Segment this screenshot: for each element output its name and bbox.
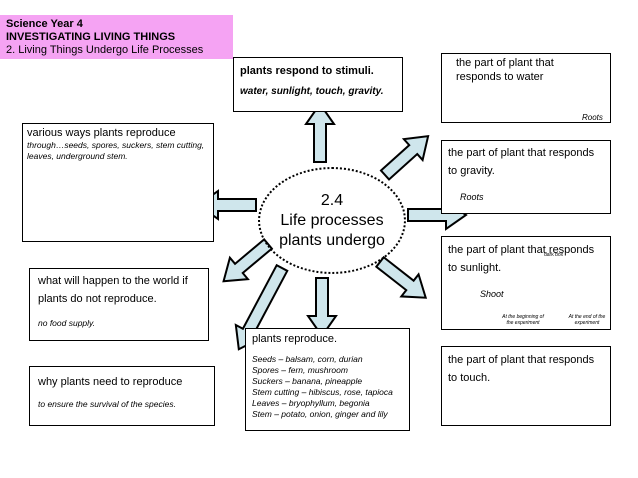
subtopic-title: 2. Living Things Undergo Life Processes: [6, 44, 204, 56]
central-topic: 2.4 Life processes plants undergo: [258, 167, 406, 274]
gravity-title: the part of plant that responds to gravi…: [448, 147, 595, 177]
reproduction-item: Seeds – balsam, corn, durian: [252, 354, 363, 364]
water-roots-label: Roots: [582, 113, 603, 122]
reproduction-item: Stem – potato, onion, ginger and lily: [252, 409, 388, 419]
sunlight-shoot-label: Shoot: [480, 289, 504, 299]
touch-title: the part of plant that responds to touch…: [448, 354, 595, 384]
why-reproduce-title: why plants need to reproduce: [38, 376, 183, 388]
topic-title: INVESTIGATING LIVING THINGS: [6, 31, 176, 43]
reproduction-list: Seeds – balsam, corn, durian Spores – fe…: [252, 354, 403, 420]
topic-line-1: Life processes: [280, 212, 384, 229]
reproduction-item: Leaves – bryophyllum, begonia: [252, 398, 370, 408]
arrow-up-right: [374, 124, 439, 187]
stimuli-detail: water, sunlight, touch, gravity.: [240, 86, 384, 97]
stimuli-box: plants respond to stimuli. water, sunlig…: [233, 57, 403, 112]
reproduce-ways-detail: through…seeds, spores, suckers, stem cut…: [27, 140, 205, 161]
reproduction-title: plants reproduce.: [252, 333, 337, 345]
dark-box-label: dark box: [544, 252, 564, 258]
touch-box: the part of plant that responds to touch…: [441, 346, 611, 426]
sunlight-box: the part of plant that responds to sunli…: [441, 236, 611, 330]
what-if-title: what will happen to the world if plants …: [38, 275, 188, 305]
subject-title: Science Year 4: [6, 18, 83, 30]
arrow-up: [305, 103, 335, 163]
title-banner: Science Year 4 INVESTIGATING LIVING THIN…: [0, 15, 233, 59]
reproduce-ways-title: various ways plants reproduce: [27, 127, 176, 139]
water-box: the part of plant that responds to water: [441, 53, 611, 123]
what-if-detail: no food supply.: [38, 318, 96, 328]
why-reproduce-box: why plants need to reproduce to ensure t…: [29, 366, 215, 426]
caption-beginning: At the beginning of the experiment: [502, 314, 544, 326]
what-if-box: what will happen to the world if plants …: [29, 268, 209, 341]
reproduce-ways-box: various ways plants reproduce through…se…: [22, 123, 214, 242]
topic-line-2: plants undergo: [279, 232, 385, 249]
gravity-box: the part of plant that responds to gravi…: [441, 140, 611, 214]
why-reproduce-detail: to ensure the survival of the species.: [38, 399, 176, 409]
gravity-roots-label: Roots: [460, 192, 484, 202]
reproduction-box: plants reproduce. Seeds – balsam, corn, …: [245, 328, 410, 431]
sunlight-title: the part of plant that responds to sunli…: [448, 244, 595, 274]
reproduction-item: Stem cutting – hibiscus, rose, tapioca: [252, 387, 393, 397]
caption-end: At the end of the experiment: [568, 314, 606, 326]
reproduction-item: Suckers – banana, pineapple: [252, 376, 363, 386]
stimuli-title: plants respond to stimuli.: [240, 65, 374, 77]
reproduction-item: Spores – fern, mushroom: [252, 365, 348, 375]
water-title: the part of plant that responds to water: [456, 57, 554, 83]
topic-number: 2.4: [320, 192, 344, 209]
